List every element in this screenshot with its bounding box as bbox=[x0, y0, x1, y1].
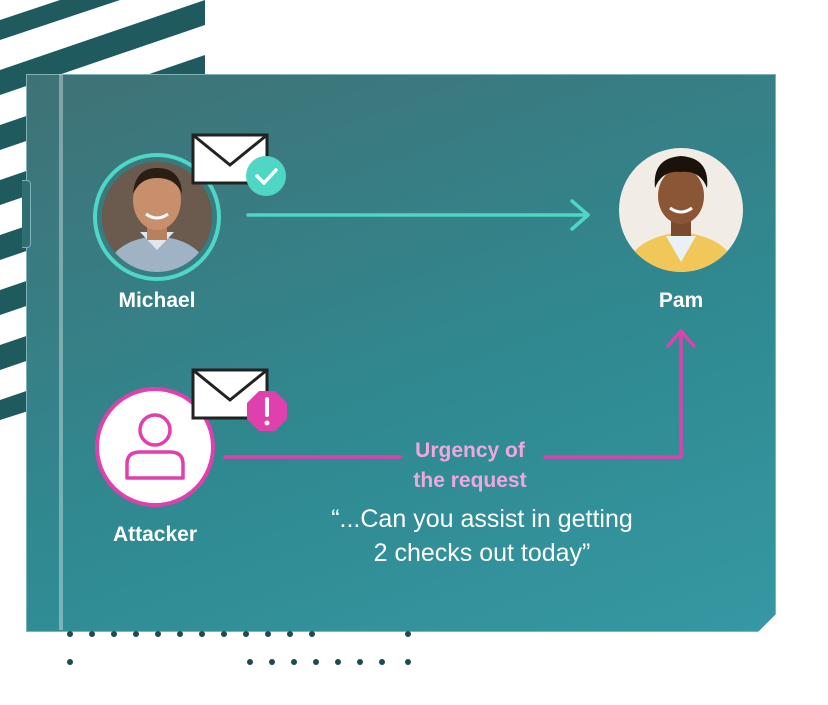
user-icon bbox=[125, 413, 185, 480]
legit-arrow bbox=[246, 199, 590, 231]
request-quote: “...Can you assist in getting 2 checks o… bbox=[272, 502, 692, 570]
urgency-label-line2: the request bbox=[413, 469, 527, 492]
envelope-icon bbox=[191, 368, 269, 420]
request-quote-line2: 2 checks out today” bbox=[373, 539, 591, 567]
card-side-tab bbox=[22, 180, 31, 248]
decorative-dots bbox=[67, 631, 411, 665]
urgency-label: Urgency of the request bbox=[390, 436, 550, 496]
request-quote-line1: “...Can you assist in getting bbox=[331, 505, 633, 533]
exclamation-badge-icon bbox=[247, 391, 287, 431]
pam-name-label: Pam bbox=[658, 289, 704, 312]
attack-path bbox=[223, 329, 696, 459]
card-accent-line bbox=[59, 74, 63, 630]
urgency-label-line1: Urgency of bbox=[415, 439, 525, 462]
attacker-name-label: Attacker bbox=[112, 523, 198, 546]
attacker-avatar bbox=[95, 387, 215, 507]
pam-avatar bbox=[619, 148, 743, 272]
check-badge-icon bbox=[246, 156, 286, 196]
michael-name-label: Michael bbox=[118, 289, 196, 312]
